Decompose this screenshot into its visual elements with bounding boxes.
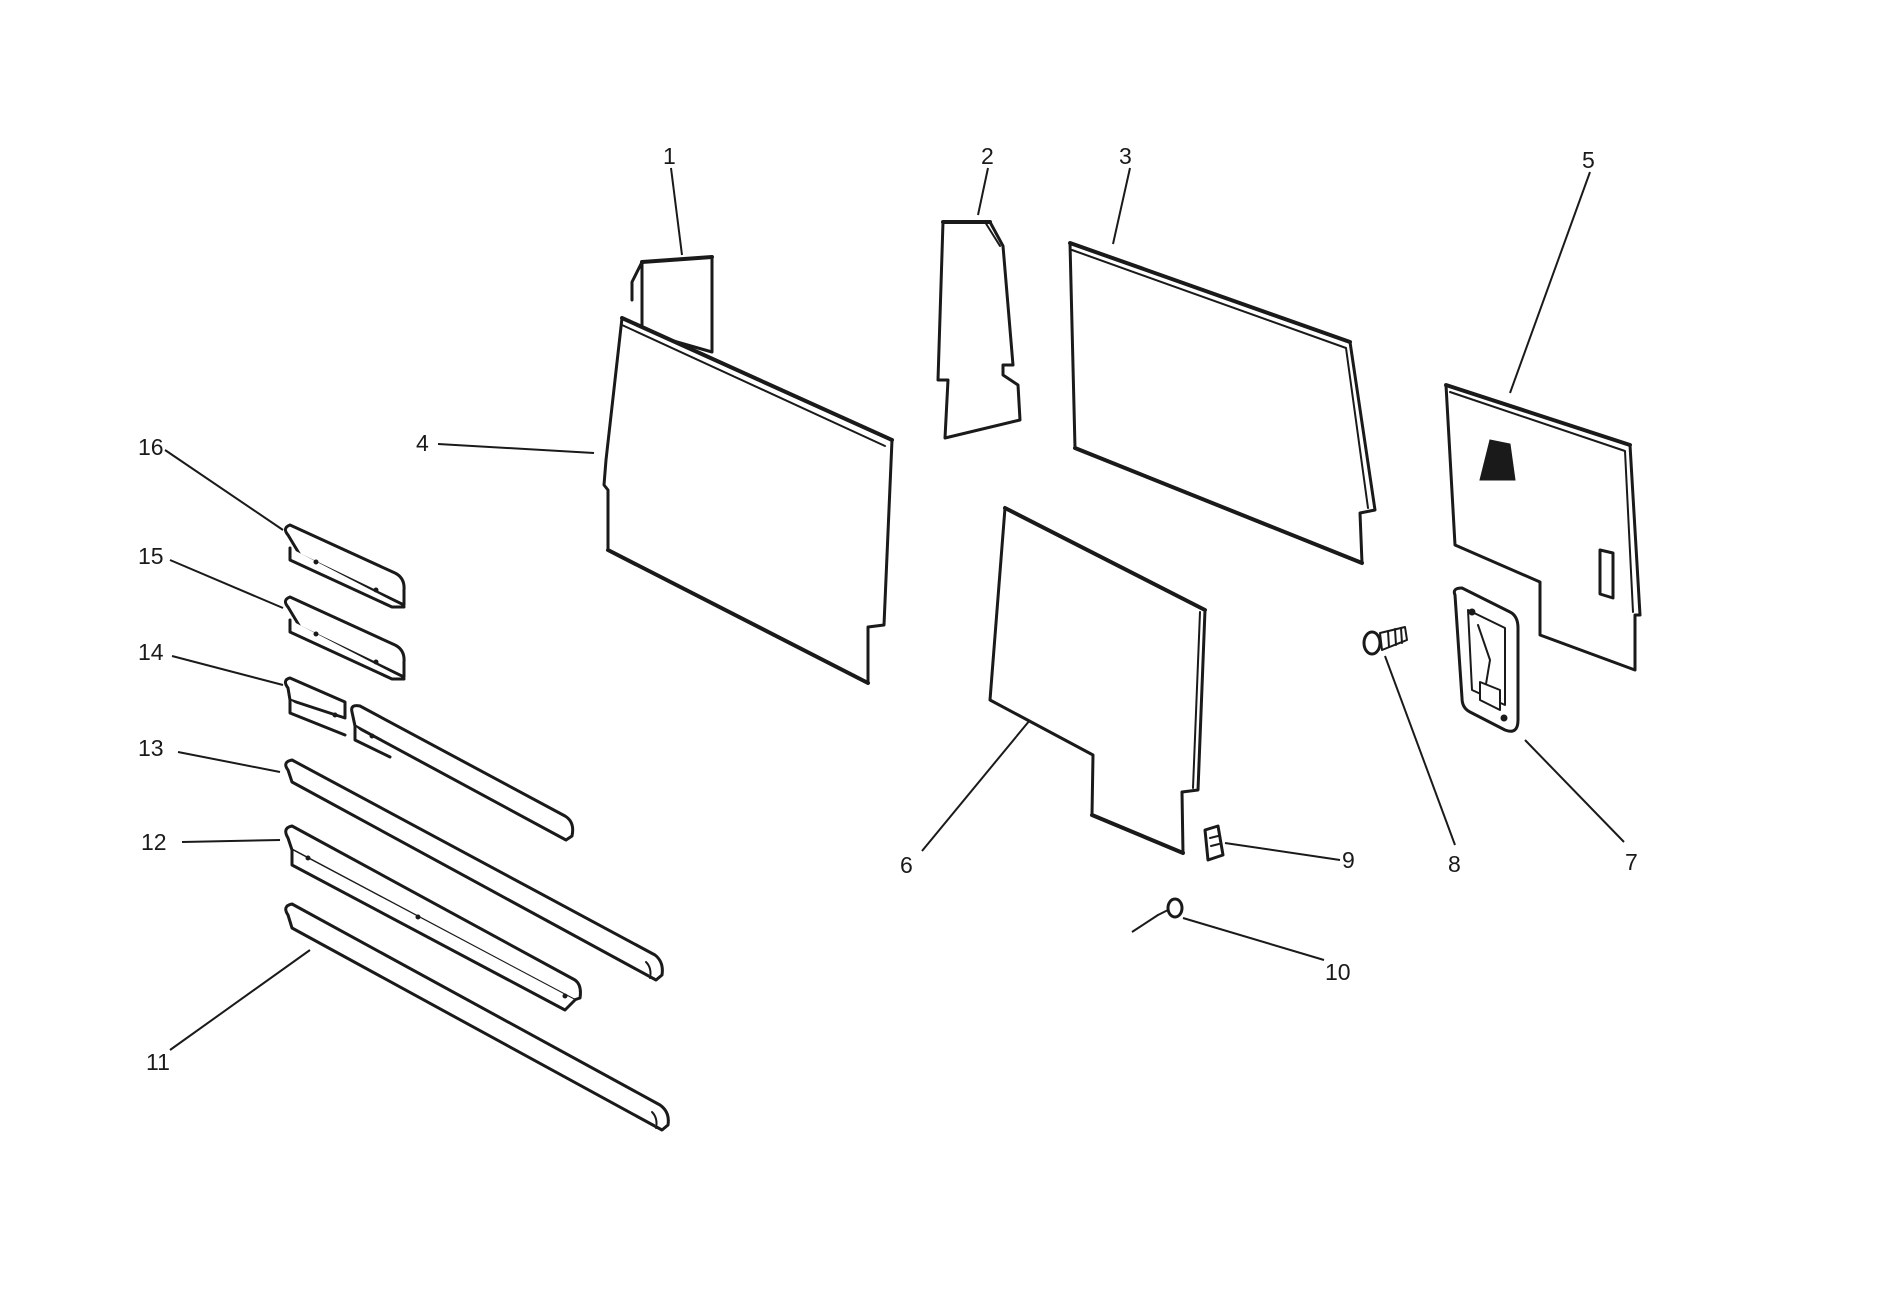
callout-7: 7	[1625, 849, 1638, 875]
callout-6: 6	[900, 852, 913, 878]
callout-12: 12	[141, 829, 167, 855]
leader-lines	[164, 167, 1625, 1051]
callout-10: 10	[1325, 959, 1351, 985]
part-1-panel	[630, 255, 714, 354]
callout-1: 1	[663, 143, 676, 169]
callout-14: 14	[138, 639, 164, 665]
part-7-bracket	[1452, 586, 1520, 733]
callout-16: 16	[138, 434, 164, 460]
part-9-clip	[1203, 824, 1225, 862]
callout-2: 2	[981, 143, 994, 169]
part-11-trim-strip	[284, 902, 670, 1132]
callout-4: 4	[416, 430, 429, 456]
part-3-panel	[1068, 241, 1377, 565]
callout-11: 11	[146, 1049, 170, 1075]
part-5-panel	[1444, 383, 1642, 672]
callout-labels: 1 2 3 5 4 16 15 14 13 12 11 6 9 8 7 10	[138, 143, 1638, 1075]
part-13-trim-strip	[284, 758, 664, 982]
part-14-trim-strip	[283, 676, 575, 842]
part-6-panel	[988, 506, 1207, 855]
part-8-screw	[1362, 626, 1408, 656]
part-2-panel	[936, 220, 1022, 440]
part-15-trim-strip	[283, 595, 406, 681]
callout-13: 13	[138, 735, 164, 761]
part-10-rivet	[1131, 897, 1184, 933]
part-12-trim-strip	[284, 824, 582, 1012]
callout-3: 3	[1119, 143, 1132, 169]
callout-15: 15	[138, 543, 164, 569]
part-16-trim-strip	[283, 523, 406, 609]
callout-5: 5	[1582, 147, 1595, 173]
callout-9: 9	[1342, 847, 1355, 873]
callout-8: 8	[1448, 851, 1461, 877]
part-4-panel	[602, 316, 894, 685]
